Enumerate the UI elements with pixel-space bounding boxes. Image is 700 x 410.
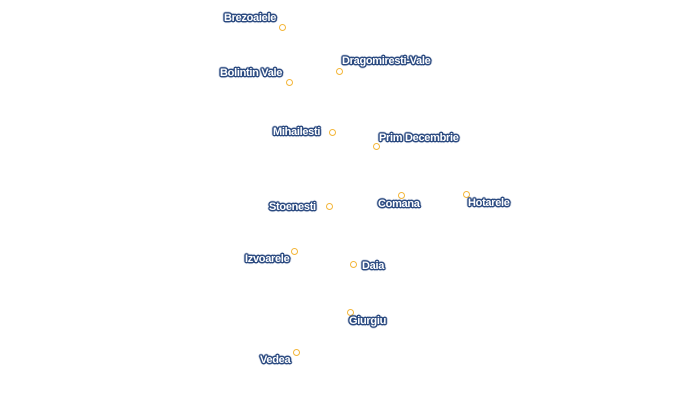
place-marker-icon (290, 247, 298, 255)
place-marker-icon (349, 260, 357, 268)
place-marker-icon (278, 23, 286, 31)
place-marker-icon (335, 67, 343, 75)
place-marker-icon (328, 128, 336, 136)
place-marker-icon (346, 308, 354, 316)
place-label: Stoenesti (269, 201, 316, 213)
place-label: Brezoaiele (224, 12, 277, 24)
place-label: Giurgiu (349, 315, 387, 327)
place-label: Hotarele (468, 197, 510, 209)
place-label: Daia (362, 260, 385, 272)
place-label: Prim Decembrie (379, 132, 459, 144)
place-marker-icon (462, 190, 470, 198)
place-marker-icon (285, 78, 293, 86)
place-marker-icon (292, 348, 300, 356)
place-label: Comana (378, 198, 420, 210)
place-label: Vedea (260, 354, 291, 366)
place-label: Dragomiresti-Vale (342, 55, 431, 67)
place-marker-icon (325, 202, 333, 210)
place-label: Izvoarele (245, 253, 290, 265)
place-label: Mihailesti (273, 126, 321, 138)
place-label: Bolintin Vale (220, 67, 283, 79)
place-marker-icon (372, 142, 380, 150)
place-marker-icon (397, 191, 405, 199)
